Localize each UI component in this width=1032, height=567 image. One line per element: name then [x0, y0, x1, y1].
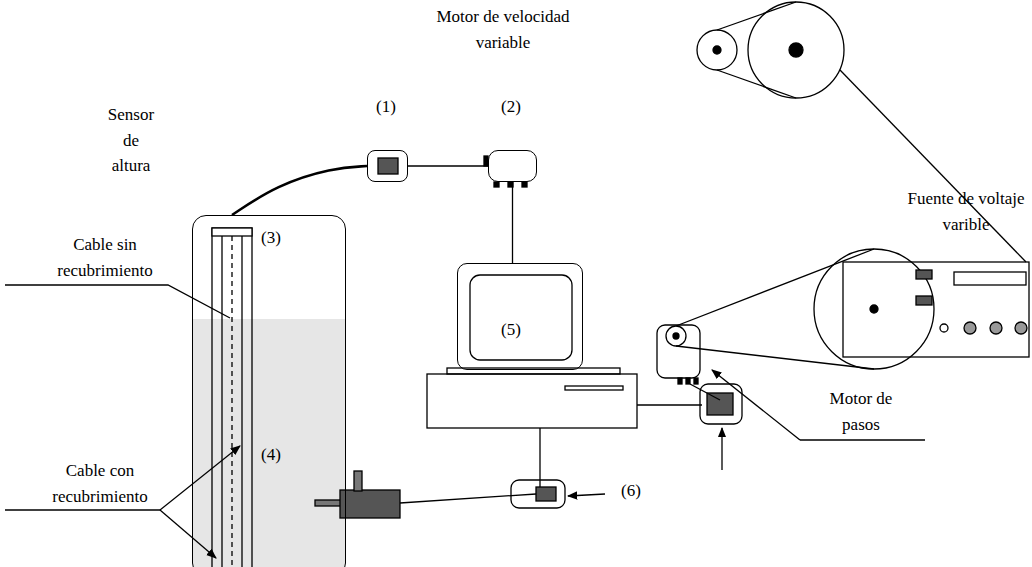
component-label: Motor de velocidad variable: [433, 4, 573, 55]
computer-case: [427, 374, 637, 428]
stepper-motor: [657, 325, 700, 378]
belt: [717, 2, 796, 30]
sensor-cap: [212, 228, 252, 236]
wire: [539, 428, 540, 488]
module-chip: [378, 158, 398, 174]
wire: [637, 404, 702, 405]
leader-line: [5, 285, 230, 318]
large-pulley: [748, 2, 844, 98]
module-pin: [686, 378, 690, 384]
pulley-axle: [789, 43, 803, 57]
interface-module: [700, 384, 742, 424]
callout-number: (4): [258, 442, 284, 468]
pump-shaft: [315, 500, 341, 506]
switch: [916, 296, 932, 305]
callout-number: (1): [376, 97, 396, 117]
knob: [1015, 322, 1027, 334]
leader-arrow: [160, 446, 240, 510]
disk-slot: [565, 386, 623, 390]
monitor-stand: [447, 368, 620, 374]
monitor: (5): [457, 263, 583, 370]
belt: [717, 70, 796, 98]
callout-arrow: [721, 428, 722, 470]
wire: [400, 494, 536, 503]
module-pin: [694, 378, 698, 384]
water: [193, 319, 345, 567]
leader-arrow: [160, 510, 216, 558]
callout-arrow: [568, 494, 605, 496]
sensor-tube: [212, 228, 252, 567]
motor-pulley: [666, 326, 686, 346]
module-pin: [494, 182, 499, 187]
monitor-screen: [470, 275, 572, 360]
module-pin: [522, 182, 527, 187]
voltage-source: [843, 262, 1029, 357]
leader-line: [800, 439, 925, 440]
component-label: Cable con recubrimiento: [40, 458, 160, 509]
leader-line: [840, 70, 1026, 262]
switch: [916, 270, 932, 279]
component-label: Sensor de altura: [105, 102, 157, 179]
cable: [512, 182, 513, 263]
pump-inlet: [354, 471, 362, 491]
coated-cable: [221, 236, 222, 567]
interface-module: (2): [488, 150, 537, 182]
motor-axle: [673, 333, 679, 339]
knob: [990, 322, 1002, 334]
knob: [940, 324, 948, 332]
component-label: Cable sin recubrimiento: [45, 232, 165, 283]
callout-number: (2): [501, 97, 521, 117]
pump-body: [340, 490, 400, 518]
leader-line: [5, 509, 160, 510]
tank: (3): [192, 215, 346, 567]
component-label: Fuente de voltaje varible: [905, 186, 1027, 237]
source-pulley: [814, 249, 934, 369]
display: [954, 272, 1026, 285]
knob: [964, 322, 976, 334]
callout-number: (5): [501, 320, 521, 340]
interface-module: (1): [367, 150, 408, 182]
interface-module: [511, 480, 565, 508]
component-label: Motor de pasos: [820, 386, 902, 437]
small-pulley: [697, 30, 737, 70]
module-pin: [678, 378, 682, 384]
callout-number: (6): [618, 478, 644, 504]
module-chip: [536, 487, 556, 501]
bare-cable: [231, 236, 232, 567]
wire: [690, 384, 720, 400]
leader-arrow: [712, 370, 800, 440]
pulley-axle: [713, 46, 721, 54]
module-chip: [707, 393, 733, 415]
callout-number: (3): [261, 228, 281, 248]
cable: [232, 166, 367, 215]
pulley-axle: [870, 305, 878, 313]
cable: [408, 165, 488, 166]
coated-cable: [241, 236, 242, 567]
